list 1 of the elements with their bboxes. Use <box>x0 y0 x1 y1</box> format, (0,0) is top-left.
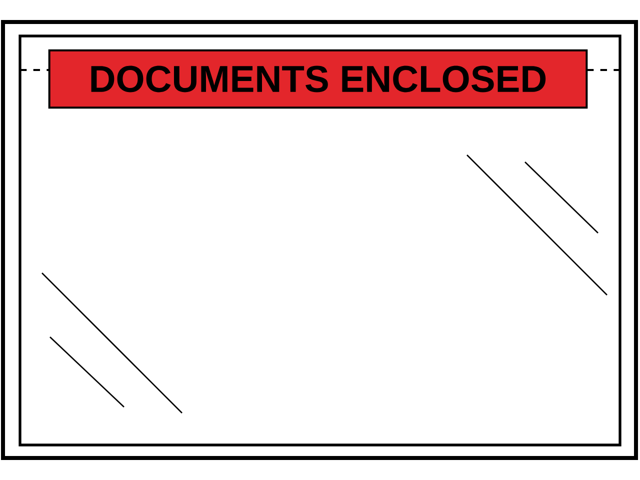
banner: DOCUMENTS ENCLOSED <box>48 49 588 109</box>
